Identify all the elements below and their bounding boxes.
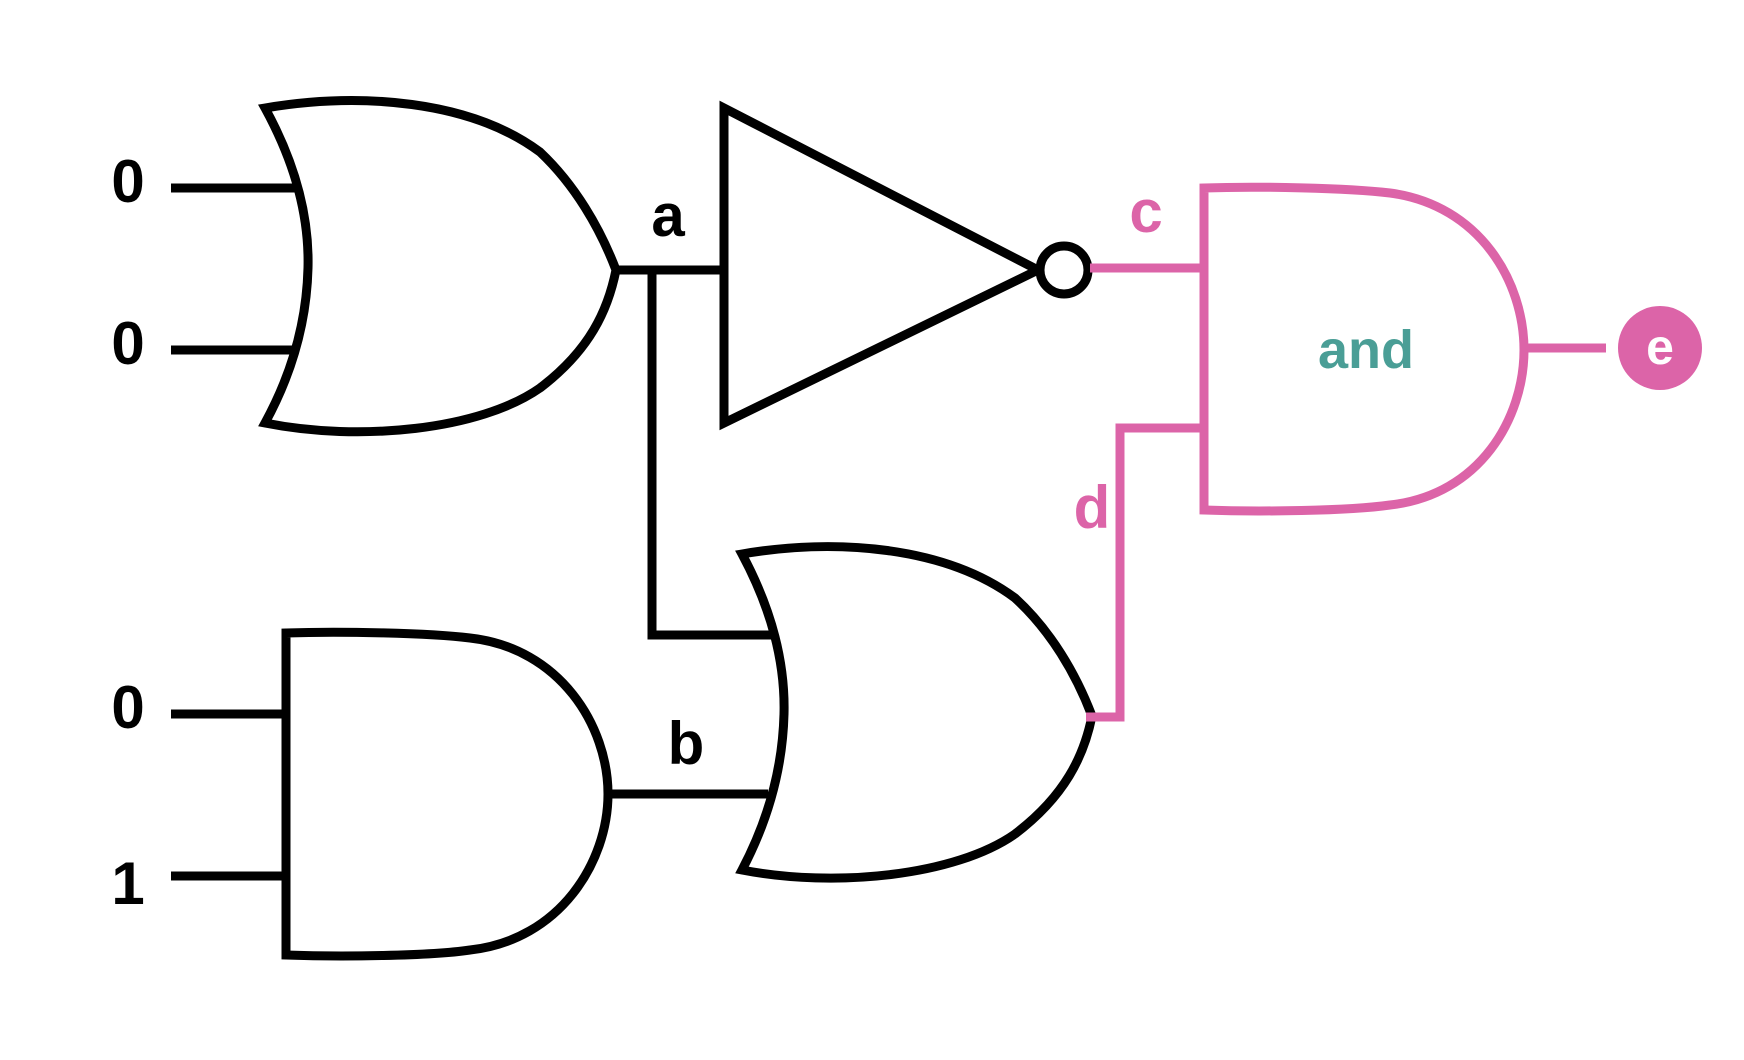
- wire-label-d: d: [1074, 474, 1111, 541]
- or-gate-1: [258, 96, 621, 437]
- wire-d: [1086, 423, 1204, 722]
- not-gate-bubble: [1035, 241, 1093, 299]
- wire-label-b: b: [668, 710, 705, 777]
- input-label-3: 0: [111, 674, 144, 741]
- and-gate-2-label: and: [1318, 320, 1414, 380]
- output-label-e: e: [1646, 319, 1674, 375]
- wire-label-c: c: [1129, 178, 1162, 245]
- output-node-e: [1618, 306, 1702, 390]
- or-gate-2: [735, 542, 1097, 883]
- input-label-2: 0: [111, 310, 144, 377]
- input-label-1: 0: [111, 148, 144, 215]
- wire-a-branch: [647, 270, 776, 640]
- input-label-4: 1: [111, 850, 144, 917]
- and-gate-1: [281, 627, 613, 961]
- wire-label-a: a: [651, 182, 685, 249]
- not-gate: [719, 100, 1049, 431]
